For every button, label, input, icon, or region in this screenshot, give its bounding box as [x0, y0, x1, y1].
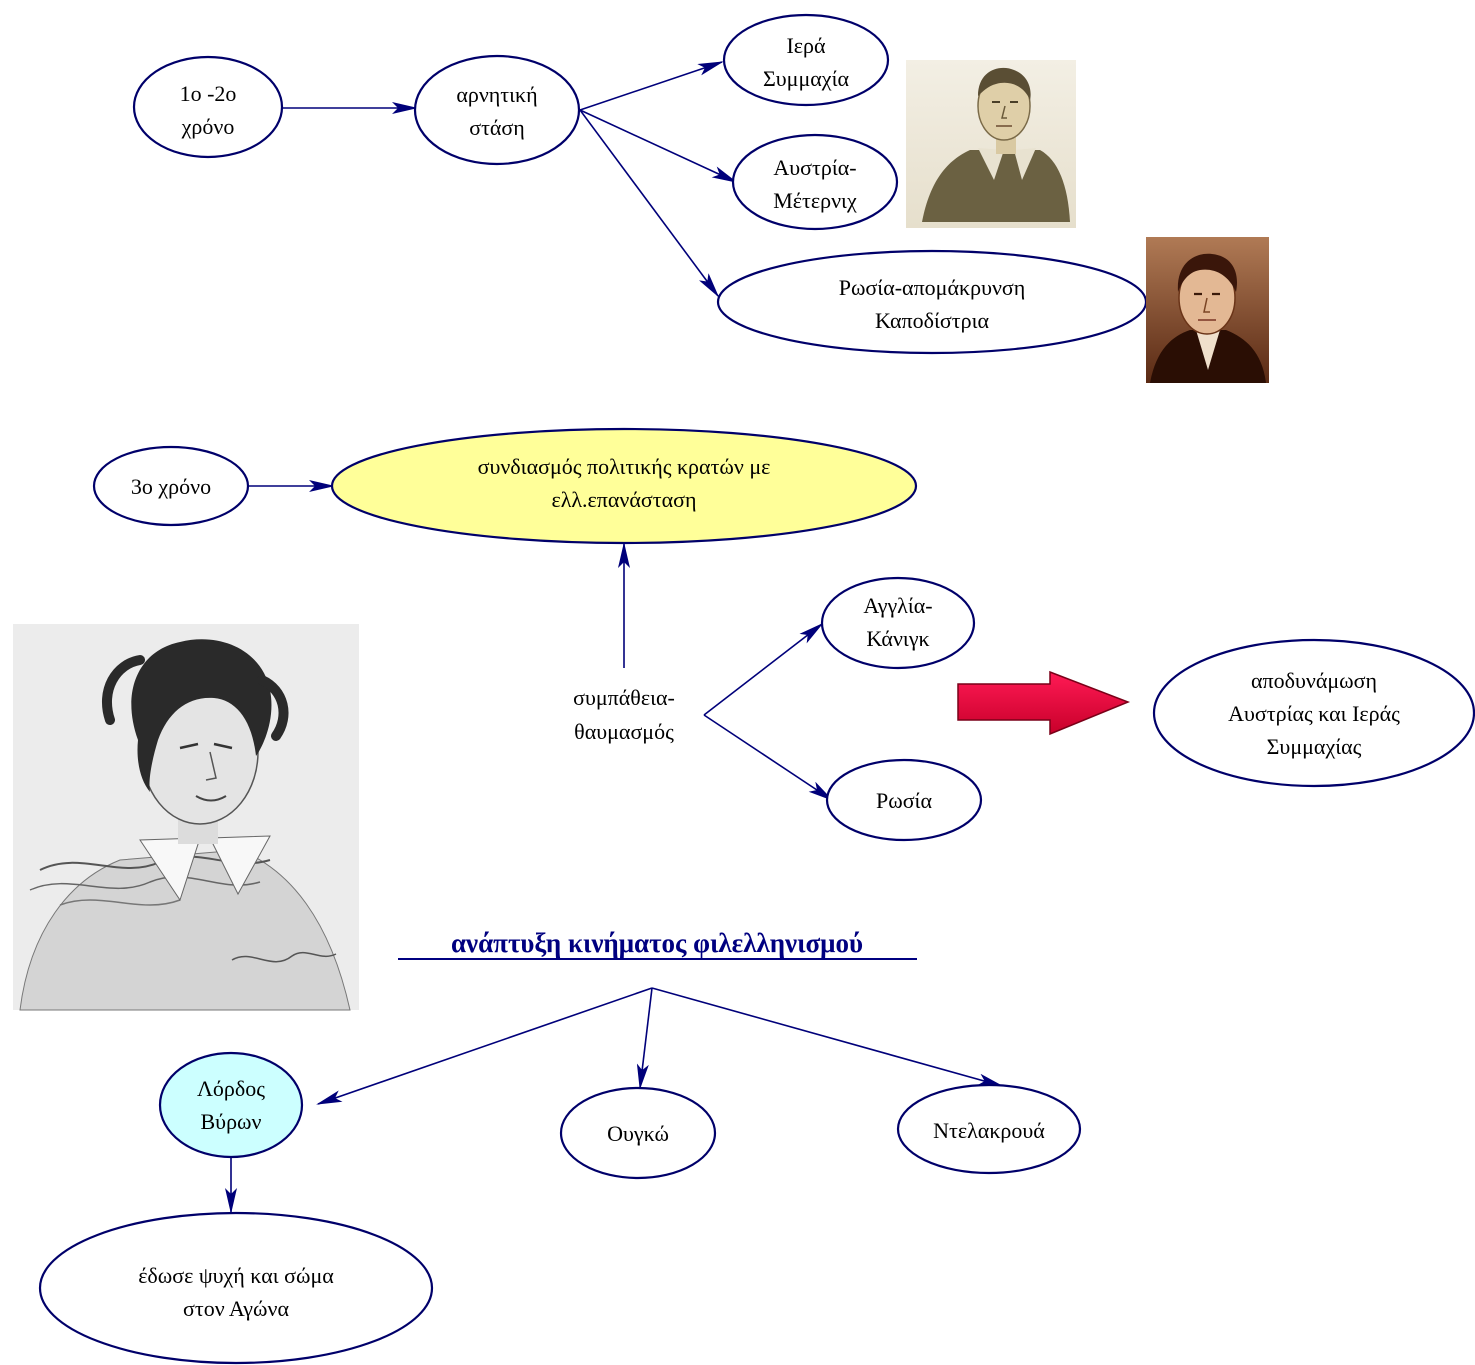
node-weaken-line1: αποδυνάμωση	[1251, 668, 1377, 693]
node-negative-line1: αρνητική	[456, 82, 537, 107]
title-text: ανάπτυξη κινήματος φιλελληνισμού	[451, 928, 863, 958]
node-years12: 1ο -2ο χρόνο	[132, 55, 284, 159]
edge-negative-to-austria	[579, 109, 738, 183]
red-arrow-icon	[957, 670, 1131, 736]
node-weakening: αποδυνάμωση Αυστρίας και Ιεράς Συμμαχίας	[1152, 638, 1475, 788]
node-weaken-line2: Αυστρίας και Ιεράς	[1228, 701, 1400, 726]
edges	[225, 61, 1004, 1214]
edge-title-to-byron	[316, 987, 653, 1105]
node-austria-metternich: Αυστρία- Μέτερνιχ	[731, 133, 899, 231]
node-holy-line1: Ιερά	[786, 33, 826, 58]
node-russia-kap-line1: Ρωσία-απομάκρυνση	[839, 275, 1026, 300]
node-russia: Ρωσία	[825, 758, 983, 842]
node-russia-line1: Ρωσία	[876, 788, 932, 813]
node-sympathy: συμπάθεια- θαυμασμός	[573, 685, 675, 744]
node-england-canning: Αγγλία- Κάνιγκ	[820, 576, 976, 670]
node-year3: 3ο χρόνο	[92, 445, 250, 527]
edge-negative-to-holy	[579, 61, 724, 111]
node-england-line2: Κάνιγκ	[866, 626, 929, 651]
node-russia-kap-line2: Καποδίστρια	[875, 308, 990, 333]
node-england-line1: Αγγλία-	[863, 593, 932, 618]
metternich-portrait	[906, 60, 1076, 228]
node-hugo-line1: Ουγκώ	[607, 1121, 669, 1146]
node-sympathy-line1: συμπάθεια-	[573, 685, 675, 710]
edge-negative-to-russia	[579, 109, 720, 298]
node-delacroix-line1: Ντελακρουά	[933, 1118, 1045, 1143]
node-lord-byron: Λόρδος Βύρων	[158, 1051, 304, 1159]
node-combination: συνδιασμός πολιτικής κρατών με ελλ.επανά…	[330, 427, 918, 545]
philhellenism-title: ανάπτυξη κινήματος φιλελληνισμού	[398, 928, 917, 960]
node-hugo: Ουγκώ	[559, 1086, 717, 1180]
node-weaken-line3: Συμμαχίας	[1267, 734, 1362, 759]
edge-sympathy-to-england	[703, 622, 824, 716]
node-years12-line2: χρόνο	[181, 114, 235, 139]
node-gave-line2: στον Αγώνα	[183, 1296, 289, 1321]
node-negative-stance: αρνητική στάση	[413, 54, 581, 166]
node-negative-line2: στάση	[469, 115, 525, 140]
node-gave-line1: έδωσε ψυχή και σώμα	[138, 1263, 334, 1288]
kapodistrias-portrait	[1146, 237, 1269, 383]
node-holy-alliance: Ιερά Συμμαχία	[722, 13, 890, 107]
node-year3-line1: 3ο χρόνο	[131, 474, 211, 499]
edge-sympathy-to-russia	[703, 714, 834, 802]
byron-portrait	[13, 624, 359, 1011]
edge-title-to-hugo	[636, 987, 653, 1090]
node-years12-line1: 1ο -2ο	[180, 81, 237, 106]
edge-title-to-delacroix	[651, 987, 1004, 1087]
node-combo-line2: ελλ.επανάσταση	[551, 487, 696, 512]
node-holy-line2: Συμμαχία	[763, 66, 849, 91]
node-byron-line2: Βύρων	[201, 1109, 262, 1134]
node-combo-line1: συνδιασμός πολιτικής κρατών με	[478, 454, 771, 479]
node-byron-line1: Λόρδος	[197, 1076, 265, 1101]
node-austria-line1: Αυστρία-	[773, 155, 856, 180]
node-sympathy-line2: θαυμασμός	[574, 719, 674, 744]
node-austria-line2: Μέτερνιχ	[773, 188, 857, 213]
node-gave-soul-body: έδωσε ψυχή και σώμα στον Αγώνα	[38, 1211, 434, 1365]
node-delacroix: Ντελακρουά	[896, 1083, 1082, 1175]
node-russia-kapodistrias: Ρωσία-απομάκρυνση Καποδίστρια	[716, 249, 1148, 355]
